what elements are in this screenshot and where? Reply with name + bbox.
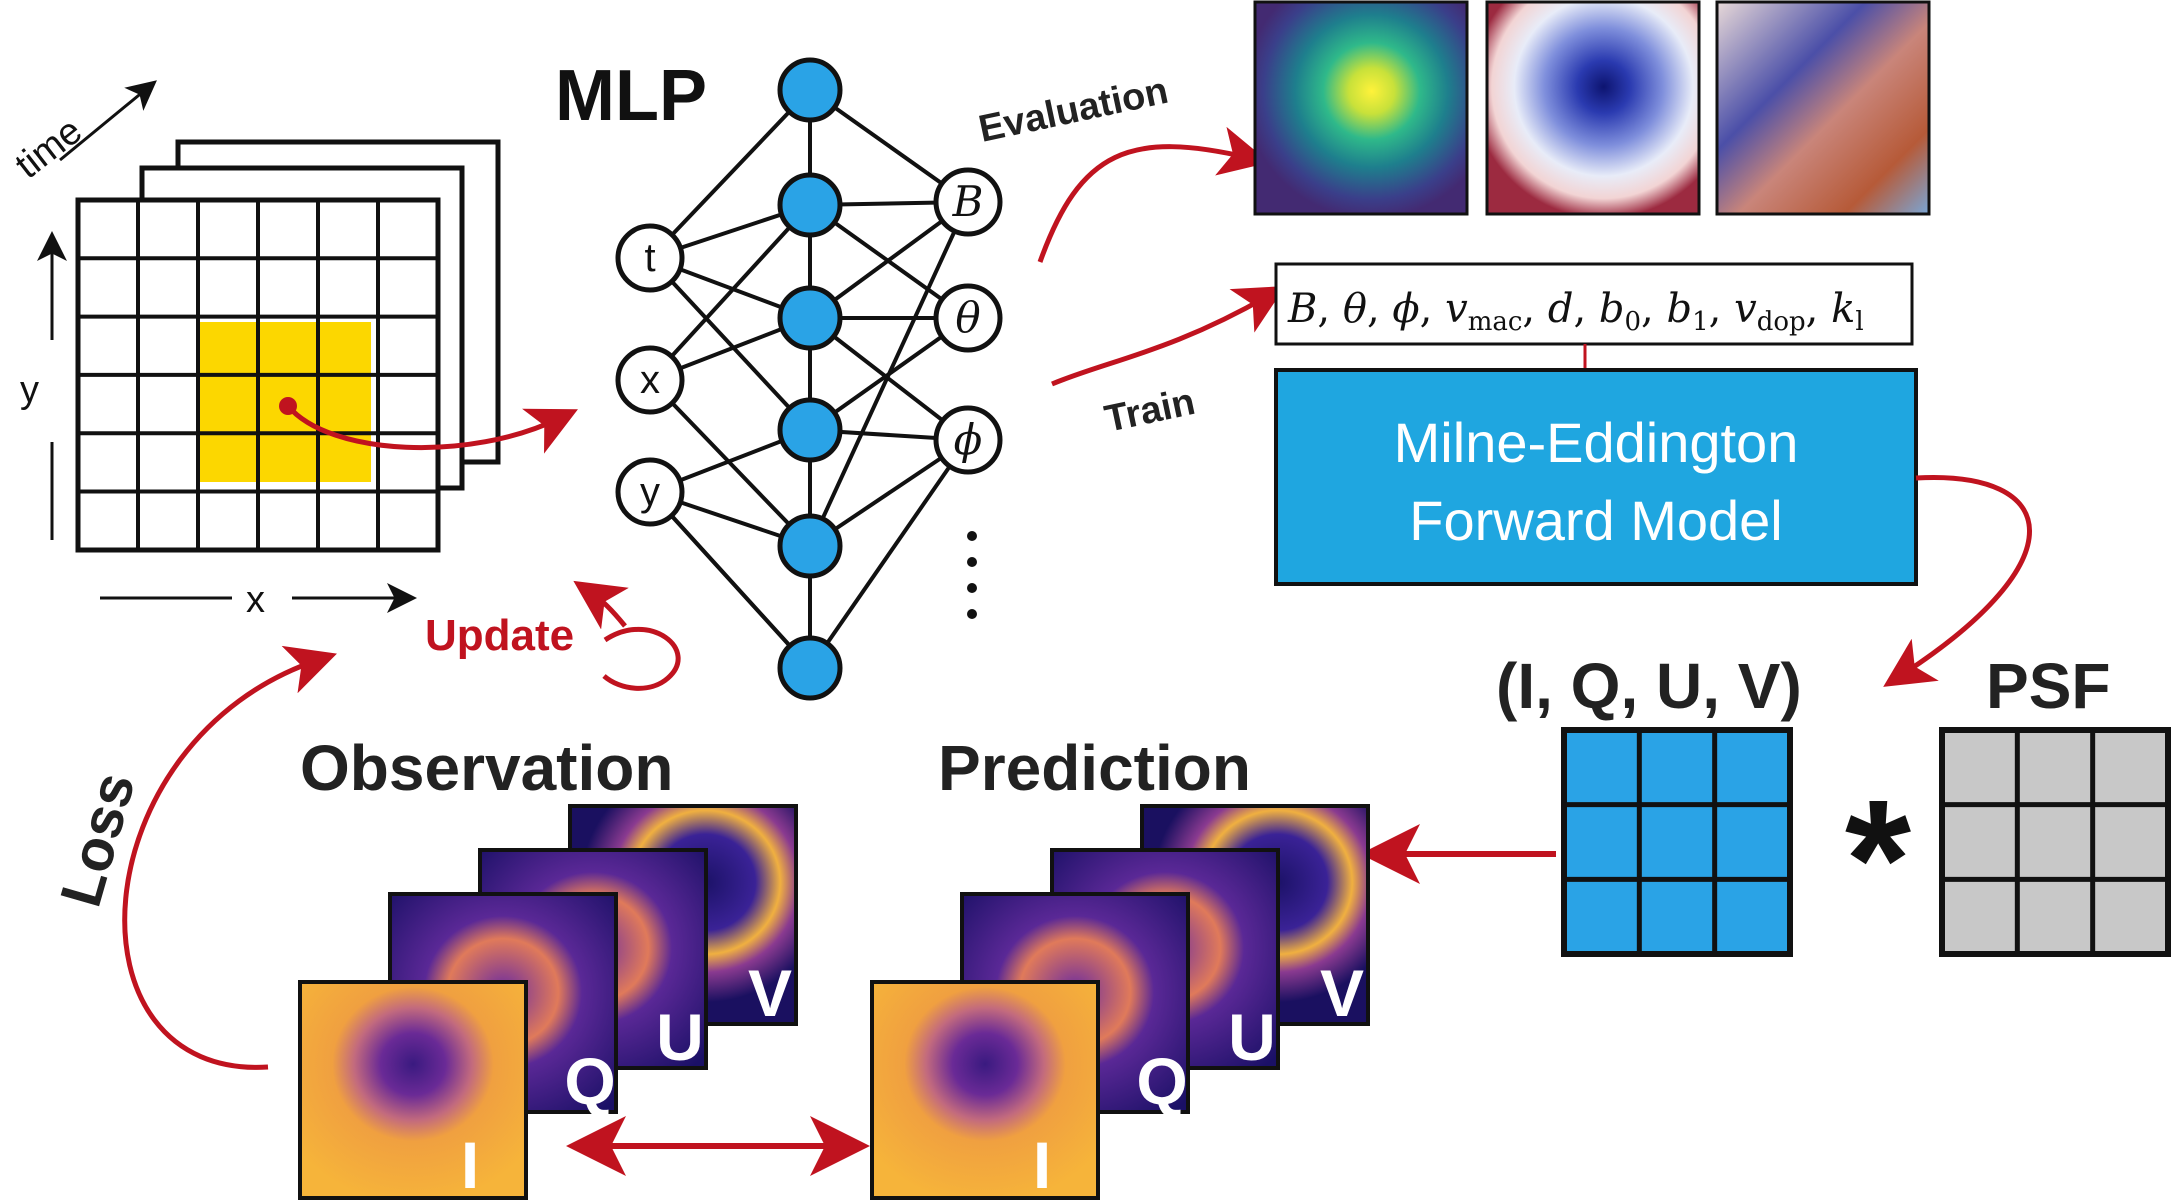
time-axis-line xyxy=(59,80,157,162)
evaluation-map-inclination xyxy=(1485,0,1701,216)
update-loop xyxy=(602,626,681,691)
update-loop-head xyxy=(573,580,629,630)
observation-title: Observation xyxy=(300,732,673,804)
stokes-grid xyxy=(1561,727,1793,957)
prediction-title: Prediction xyxy=(938,732,1251,804)
forward-model-line1: Milne-Eddington xyxy=(1394,411,1799,474)
ellipsis-dot-1 xyxy=(967,531,977,541)
psf-grid-frame xyxy=(1939,727,2171,957)
mlp-edge xyxy=(648,256,812,432)
observation-panel-label: U xyxy=(656,1000,704,1074)
mlp-edge xyxy=(648,88,812,260)
mlp-hidden-node xyxy=(777,285,843,351)
psf-title: PSF xyxy=(1986,650,2110,722)
observation-panel-i xyxy=(298,980,528,1200)
mlp-output-label: θ xyxy=(955,293,980,342)
mlp-edge xyxy=(648,490,812,670)
prediction-stack: VUQ I xyxy=(870,804,1370,1200)
parameter-box xyxy=(1274,262,1914,346)
ellipsis-dot-2 xyxy=(967,557,977,567)
mlp-input-node xyxy=(615,457,685,527)
mlp-edge xyxy=(808,438,970,670)
ellipsis-dot-3 xyxy=(967,583,977,593)
observation-panel-label: Q xyxy=(564,1044,615,1118)
evaluation-label: Evaluation xyxy=(975,70,1172,151)
observation-stack: VUQ I xyxy=(298,804,798,1200)
stokes-title: (I, Q, U, V) xyxy=(1496,650,1802,722)
train-arrow xyxy=(1051,286,1286,387)
evaluation-map-field-strength xyxy=(1253,0,1469,216)
loss-arrow xyxy=(122,645,337,1070)
prediction-panel-label: V xyxy=(1320,956,1364,1030)
prediction-panel-label: Q xyxy=(1136,1044,1187,1118)
mlp-hidden-node xyxy=(777,172,843,238)
observation-panel-label: I xyxy=(461,1128,479,1200)
prediction-panel-label: U xyxy=(1228,1000,1276,1074)
train-label: Train xyxy=(1101,381,1199,441)
mlp-edge xyxy=(648,203,812,382)
x-axis-label: x xyxy=(246,579,265,621)
prediction-panel-i xyxy=(870,980,1100,1200)
evaluation-arrow xyxy=(1037,126,1270,263)
mlp-hidden-node xyxy=(777,57,843,123)
mlp-edge xyxy=(808,201,970,547)
convolution-operator: * xyxy=(1845,765,1911,955)
forward-model-line2: Forward Model xyxy=(1409,489,1782,552)
model-to-stokes-arrow xyxy=(1883,475,2032,687)
spacetime-grid xyxy=(75,139,501,553)
mlp-output-node xyxy=(933,405,1003,475)
mlp-output-node xyxy=(933,283,1003,353)
mlp-hidden-node xyxy=(777,513,843,579)
grid-to-mlp-arrow xyxy=(286,404,578,454)
mlp-output-node xyxy=(933,167,1003,237)
prediction-panel-label: I xyxy=(1033,1128,1051,1200)
evaluation-maps xyxy=(1253,0,1931,216)
time-axis-label: time xyxy=(8,110,90,187)
evaluation-map-azimuth xyxy=(1715,0,1931,216)
loss-label: Loss xyxy=(48,766,148,914)
grid-lines xyxy=(78,200,438,550)
mlp-input-node xyxy=(615,223,685,293)
mlp-output-label: ϕ xyxy=(954,415,983,464)
mlp-hidden-node xyxy=(777,635,843,701)
mlp-input-label: y xyxy=(640,470,660,514)
mlp-nodes: t x y Bθ ϕ xyxy=(615,57,1003,701)
parameter-list: B, θ, ϕ, vmac, d, b0, b1, vdop, kl xyxy=(1287,286,1864,337)
mlp-hidden-node xyxy=(777,397,843,463)
observation-panel-label: V xyxy=(748,956,792,1030)
mlp-output-label: B xyxy=(952,177,984,226)
y-axis-label: y xyxy=(20,369,39,411)
mlp-input-label: x xyxy=(640,358,660,402)
psf-grid xyxy=(1939,727,2171,957)
mlp-input-node xyxy=(615,345,685,415)
update-label: Update xyxy=(425,611,574,660)
mlp-input-label: t xyxy=(644,236,655,280)
mlp-title: MLP xyxy=(555,56,707,136)
ellipsis-dot-4 xyxy=(967,609,977,619)
forward-model-box xyxy=(1274,368,1918,586)
stokes-grid-frame xyxy=(1561,727,1793,957)
